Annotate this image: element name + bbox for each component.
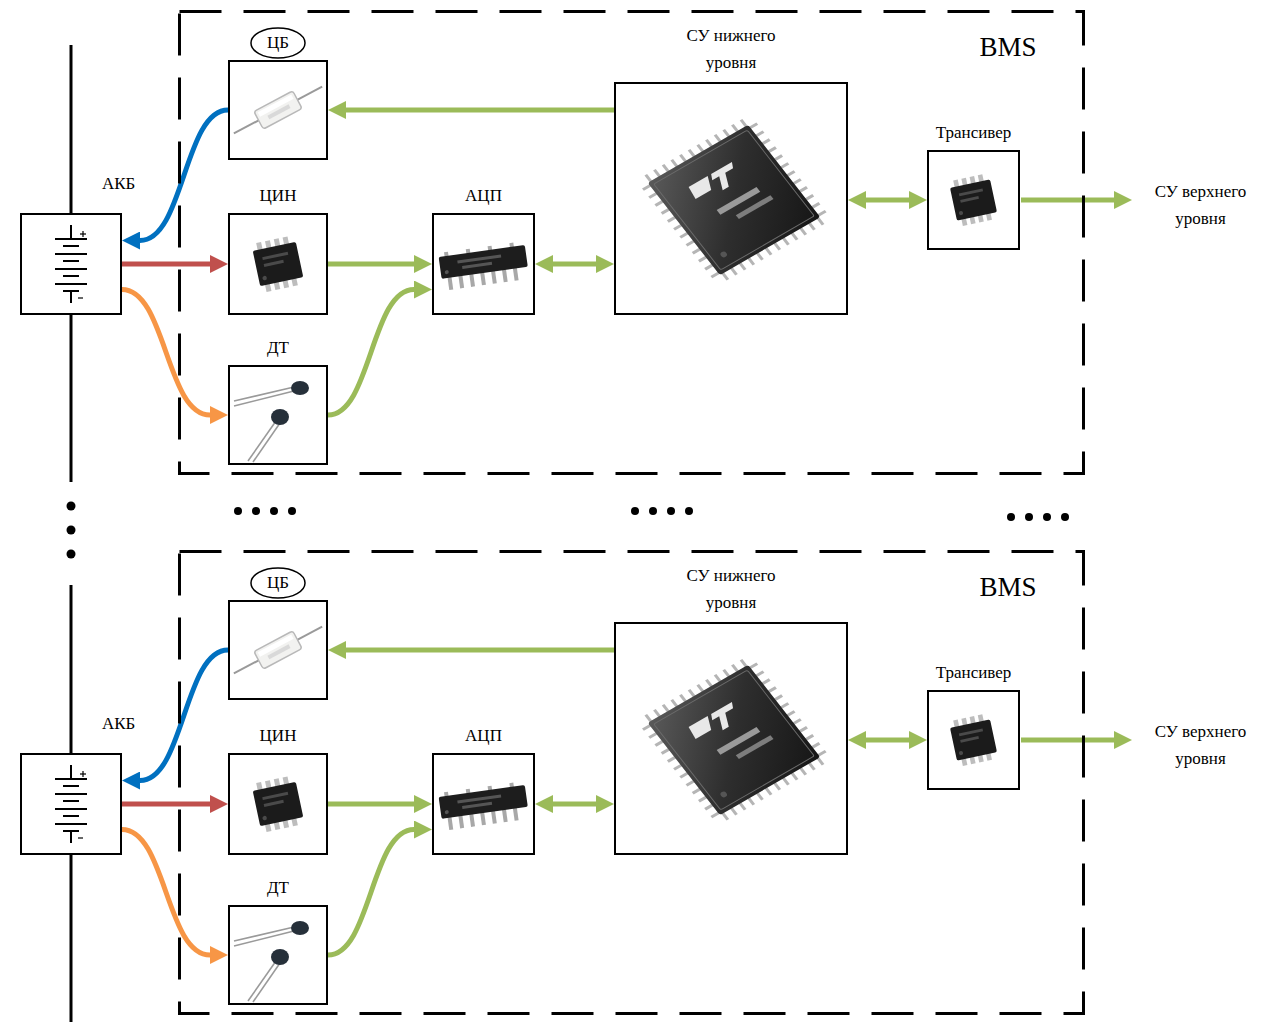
signal-arrow bbox=[346, 108, 614, 113]
component-label: ДТ bbox=[267, 877, 289, 899]
signal-arrow bbox=[553, 262, 596, 267]
signal-arrow bbox=[866, 738, 909, 743]
component-label: СУ нижнего уровня bbox=[671, 22, 791, 76]
bus-line bbox=[70, 315, 73, 482]
battery-symbol bbox=[55, 225, 87, 303]
signal-arrow bbox=[866, 198, 909, 203]
title-ellipse bbox=[251, 28, 305, 58]
signal-arrow bbox=[122, 290, 210, 416]
component-label: ЦИН bbox=[260, 725, 297, 747]
component-label: СУ нижнего уровня bbox=[671, 562, 791, 616]
voltage-meter-box: ЦИН bbox=[228, 213, 328, 315]
adc-box: АЦП bbox=[432, 213, 535, 315]
temperature-sensor-box: ДТ bbox=[228, 365, 328, 465]
mcu-picture bbox=[636, 114, 832, 285]
output-arrowhead bbox=[1114, 191, 1132, 209]
module-artwork bbox=[55, 45, 1132, 482]
bms-module-region: ЦБЦИНДТАЦПСУ нижнего уровняТрансиверBMS bbox=[178, 550, 1085, 1015]
bms-module-region: ЦБЦИНДТАЦПСУ нижнего уровняТрансиверBMS bbox=[178, 10, 1085, 475]
transceiver-box: Трансивер bbox=[927, 690, 1020, 790]
component-label: Трансивер bbox=[936, 122, 1012, 144]
continuation-dots bbox=[67, 502, 1070, 559]
signal-arrow bbox=[328, 290, 414, 416]
balancing-box: ЦБ bbox=[228, 600, 328, 700]
signal-arrow bbox=[140, 650, 228, 781]
resistor-picture bbox=[229, 78, 327, 143]
signal-arrow bbox=[122, 262, 210, 267]
voltage-meter-box: ЦИН bbox=[228, 753, 328, 855]
module-title: BMS bbox=[979, 32, 1036, 62]
chip-picture bbox=[251, 235, 304, 293]
output-arrow bbox=[1021, 198, 1114, 203]
signal-arrow bbox=[328, 262, 414, 267]
balancing-box: ЦБ bbox=[228, 60, 328, 160]
component-label: АЦП bbox=[465, 185, 502, 207]
signal-arrow bbox=[122, 830, 210, 956]
target-label: СУ верхнего уровня bbox=[1138, 718, 1263, 772]
component-label: ЦИН bbox=[260, 185, 297, 207]
bus-line bbox=[70, 45, 73, 213]
adc-box: АЦП bbox=[432, 753, 535, 855]
signal-arrow bbox=[140, 110, 228, 241]
component-label: АКБ bbox=[102, 713, 135, 735]
battery-box: АКБ bbox=[20, 753, 122, 855]
mcu-box: СУ нижнего уровня bbox=[614, 82, 848, 315]
signal-arrow bbox=[328, 802, 414, 807]
dashed-outline bbox=[178, 550, 1085, 1015]
signal-arrow bbox=[122, 802, 210, 807]
module-artwork bbox=[55, 585, 1132, 1022]
component-label: ДТ bbox=[267, 337, 289, 359]
adc-chip-picture bbox=[438, 241, 529, 291]
component-label: АЦП bbox=[465, 725, 502, 747]
component-label: ЦБ bbox=[267, 572, 289, 594]
module-title: BMS bbox=[979, 572, 1036, 602]
signal-arrow bbox=[328, 830, 414, 956]
dashed-outline bbox=[178, 10, 1085, 475]
mcu-box: СУ нижнего уровня bbox=[614, 622, 848, 855]
region-border bbox=[180, 552, 1084, 1014]
battery-box: АКБ bbox=[20, 213, 122, 315]
transceiver-picture bbox=[949, 173, 999, 227]
thermistor-picture bbox=[234, 381, 309, 462]
component-label: АКБ bbox=[102, 173, 135, 195]
signal-arrow bbox=[346, 648, 614, 653]
region-border bbox=[180, 12, 1084, 474]
title-ellipse bbox=[251, 568, 305, 598]
component-label: ЦБ bbox=[267, 32, 289, 54]
transceiver-box: Трансивер bbox=[927, 150, 1020, 250]
component-label: Трансивер bbox=[936, 662, 1012, 684]
target-label: СУ верхнего уровня bbox=[1138, 178, 1263, 232]
signal-arrow bbox=[553, 802, 596, 807]
temperature-sensor-box: ДТ bbox=[228, 905, 328, 1005]
